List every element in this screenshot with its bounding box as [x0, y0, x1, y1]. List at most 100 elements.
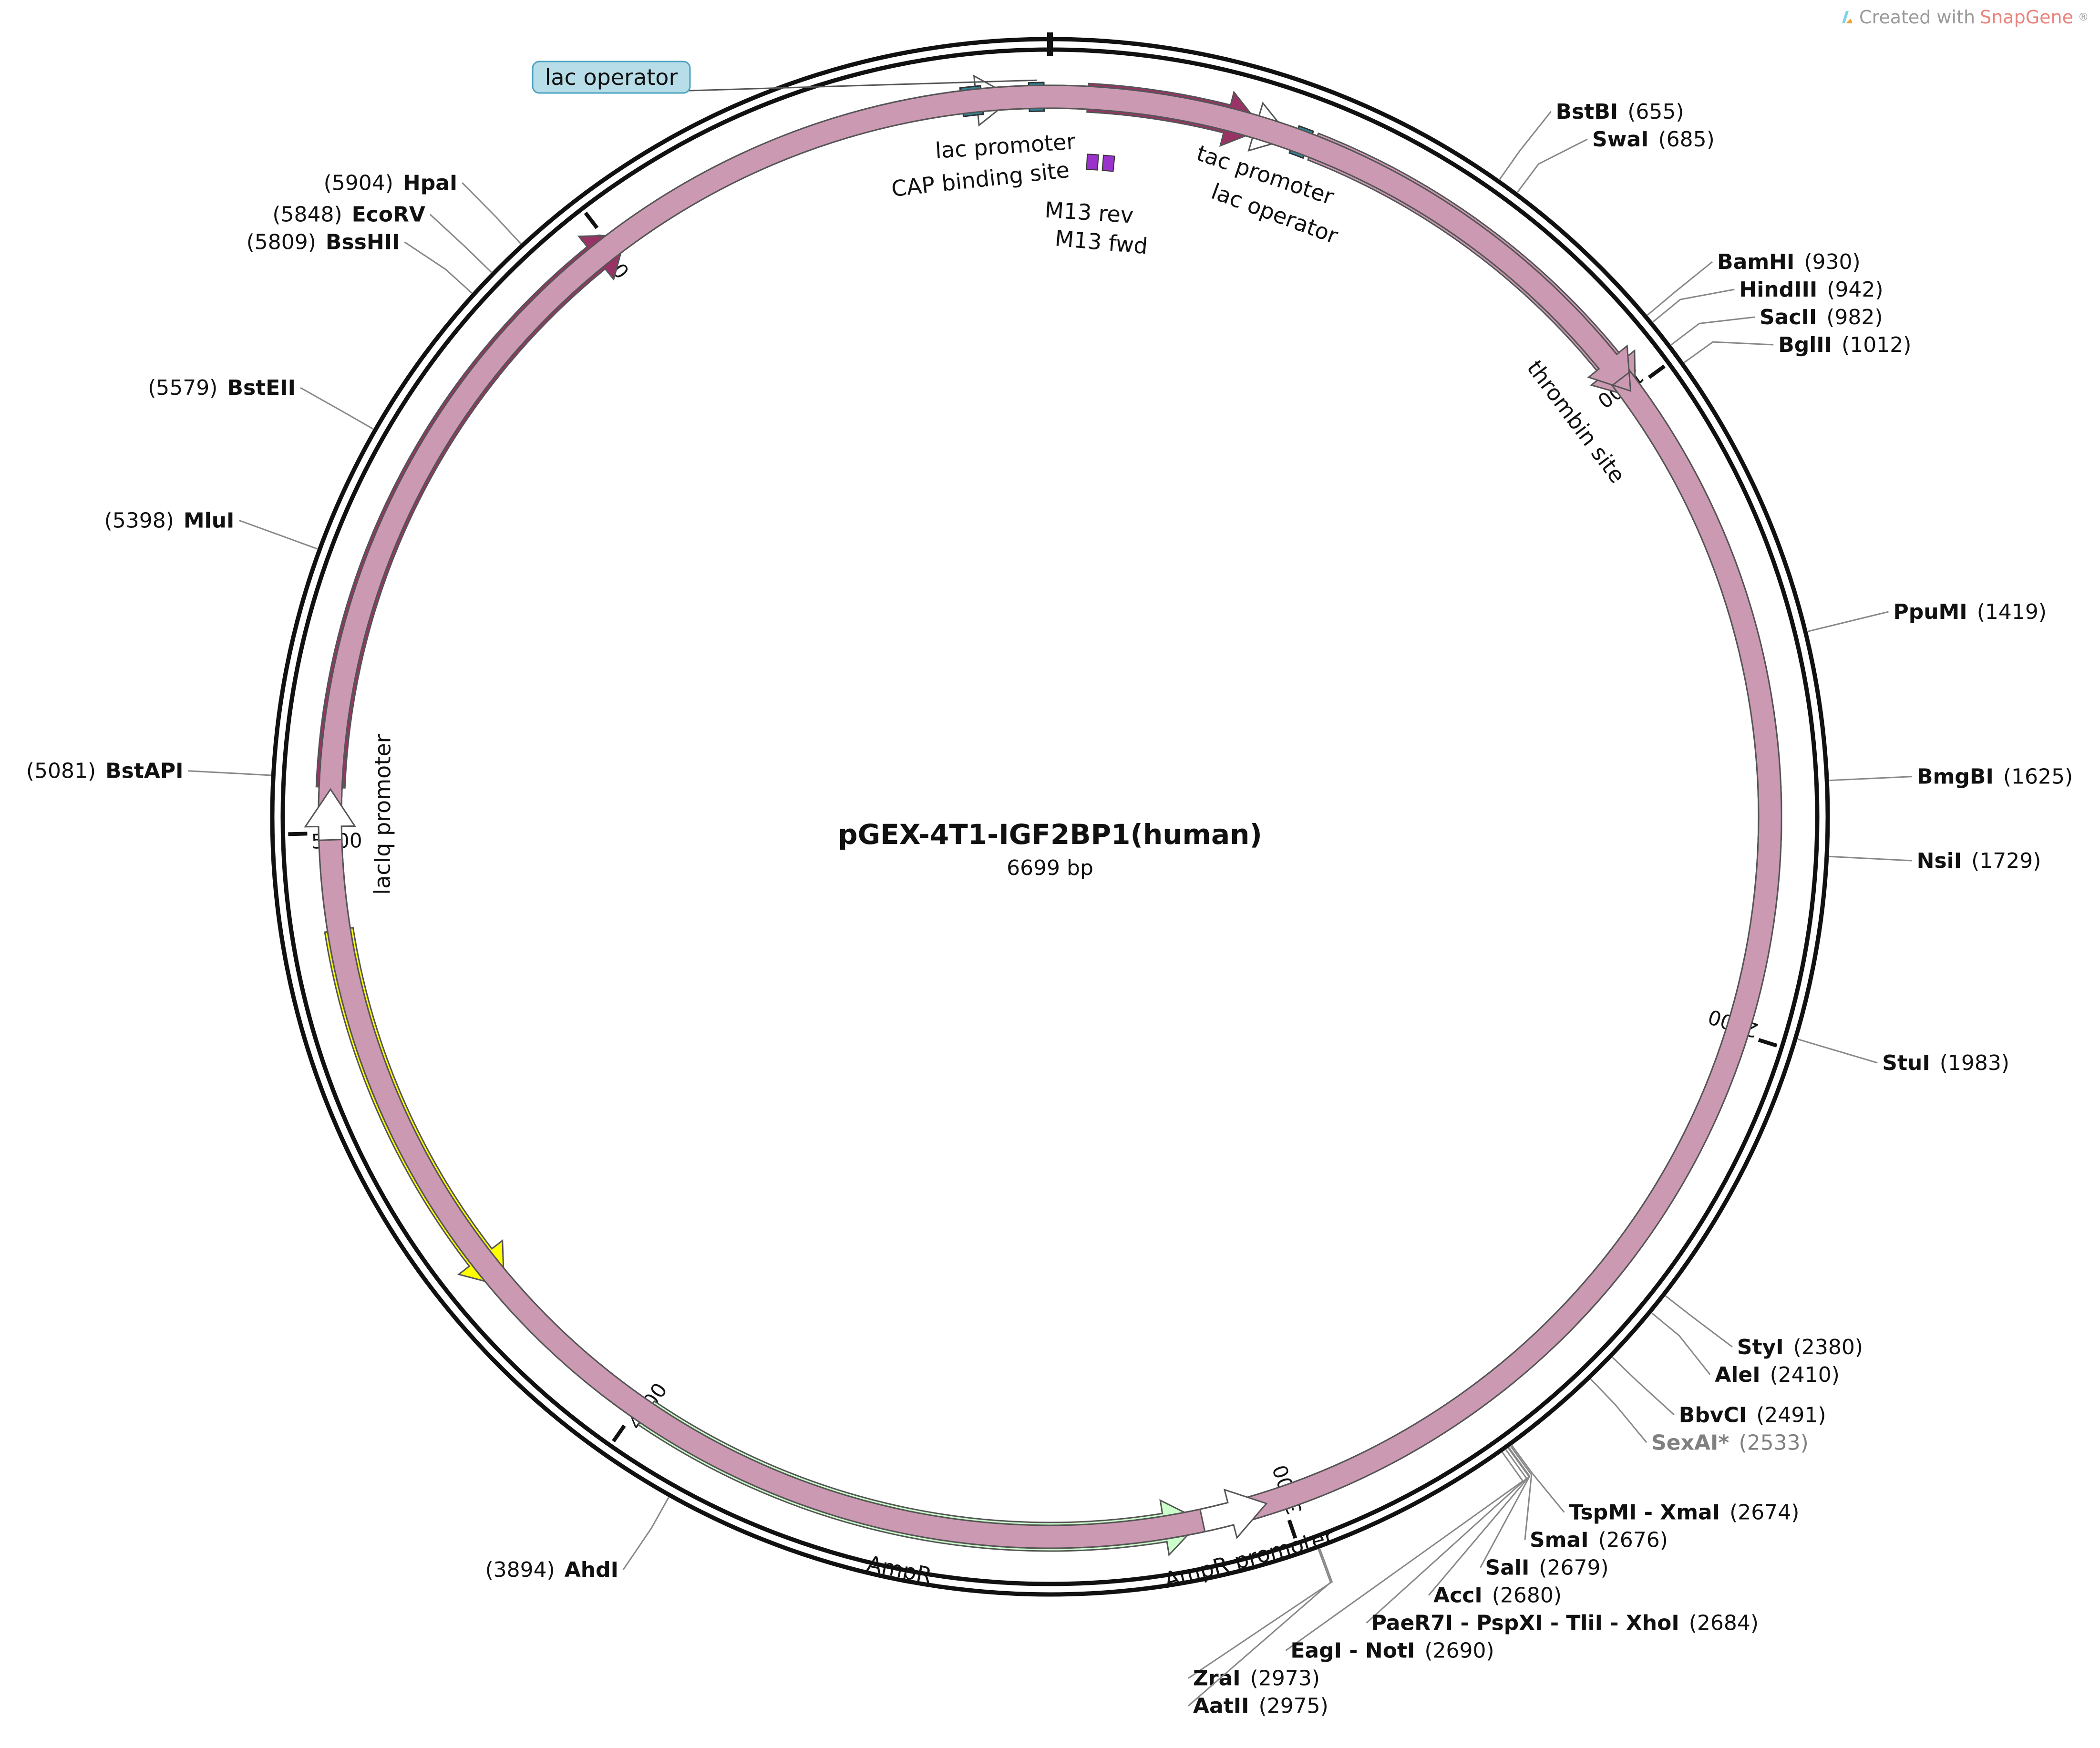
- center-label: pGEX-4T1-IGF2BP1(human) 6699 bp: [838, 818, 1262, 880]
- feature-laci[interactable]: lacI: [315, 234, 627, 789]
- enzyme-label-acci: AccI(2680): [1433, 1583, 1562, 1607]
- enzyme-leader-bstbi: [1499, 111, 1552, 180]
- enzyme-leader-sacii: [1670, 316, 1755, 346]
- feature-caption-cap-binding-site-2: CAP binding site: [890, 157, 1071, 202]
- enzyme-site-bamhi[interactable]: BamHI(930): [1647, 250, 1861, 316]
- enzyme-site-bsteii[interactable]: (5579)BstEII: [148, 376, 374, 430]
- enzyme-site-swai[interactable]: SwaI(685): [1517, 127, 1715, 193]
- small-feature-thrombin-site-5[interactable]: [318, 84, 1782, 1549]
- enzyme-site-acci[interactable]: AccI(2680): [1428, 1448, 1562, 1607]
- enzyme-name: AccI: [1433, 1583, 1482, 1607]
- caption-text: CAP binding site: [890, 157, 1071, 202]
- enzyme-position: (5081): [26, 759, 96, 783]
- caption-highlight-box[interactable]: [532, 61, 691, 94]
- plasmid-length: 6699 bp: [1007, 856, 1093, 880]
- enzyme-position: (1012): [1842, 333, 1911, 357]
- enzyme-site-mlui[interactable]: (5398)MluI: [104, 508, 318, 550]
- enzyme-site-styi[interactable]: StyI (2380): [1665, 1295, 1863, 1359]
- enzyme-position: (2380): [1793, 1335, 1863, 1359]
- enzyme-name: PpuMI: [1893, 599, 1967, 624]
- enzyme-name: EagI - NotI: [1290, 1638, 1415, 1663]
- enzyme-site-ecorv[interactable]: (5848)EcoRV: [272, 202, 492, 273]
- enzyme-site-stui[interactable]: StuI(1983): [1797, 1038, 2009, 1075]
- enzyme-site-ahdi[interactable]: (3894)AhdI: [485, 1497, 669, 1582]
- enzyme-position: (2676): [1598, 1528, 1668, 1552]
- enzyme-leader-mlui: [238, 520, 318, 550]
- enzyme-label-tspmi-xmai: TspMI - XmaI (2674): [1569, 1500, 1799, 1524]
- enzyme-name: BmgBI: [1917, 764, 1994, 789]
- enzyme-site-smai[interactable]: SmaI (2676): [1510, 1446, 1668, 1552]
- enzyme-site-paer7i-pspxi-tlii-xhoi[interactable]: PaeR7I - PspXI - TliI - XhoI(2684): [1366, 1449, 1759, 1635]
- enzyme-label-nsii: NsiI(1729): [1917, 849, 2041, 873]
- feature-caption-laciq-promoter-8: lacIq promoter: [369, 734, 395, 895]
- enzyme-label-stui: StuI(1983): [1882, 1051, 2009, 1075]
- enzyme-name: BamHI: [1717, 250, 1794, 274]
- enzyme-leader-nsii: [1829, 855, 1912, 862]
- enzyme-site-bstapi[interactable]: (5081) BstAPI: [26, 759, 271, 783]
- small-features: [304, 74, 1782, 1549]
- enzyme-leader-ecorv: [429, 214, 492, 273]
- enzyme-label-bstapi: (5081) BstAPI: [26, 759, 184, 783]
- feature-caption-m13-rev-3: M13 rev: [1044, 197, 1134, 228]
- enzyme-leader-swai: [1517, 138, 1588, 193]
- enzyme-name: SmaI: [1530, 1528, 1589, 1552]
- enzyme-name: BstAPI: [105, 759, 183, 783]
- watermark-mark: ®: [2078, 11, 2089, 23]
- snapgene-watermark: Created with SnapGene®: [1840, 7, 2089, 28]
- enzyme-site-bmgbi[interactable]: BmgBI(1625): [1829, 764, 2073, 789]
- enzyme-name: SalI: [1485, 1555, 1530, 1580]
- enzyme-name: AatII: [1193, 1694, 1249, 1718]
- enzyme-site-sali[interactable]: SalI (2679): [1480, 1447, 1609, 1580]
- watermark-prefix: Created with: [1859, 7, 1976, 28]
- feature-caption-ampr-10: AmpR: [865, 1551, 934, 1589]
- enzyme-name: SacII: [1760, 305, 1817, 329]
- enzyme-position: (2679): [1539, 1555, 1608, 1580]
- enzyme-site-nsii[interactable]: NsiI(1729): [1829, 849, 2041, 873]
- enzyme-leader-hpai: [462, 182, 522, 245]
- enzyme-name: SexAI*: [1651, 1430, 1729, 1455]
- enzyme-site-hindiii[interactable]: HindIII(942): [1652, 278, 1884, 323]
- enzyme-site-zrai[interactable]: ZraI(2973): [1188, 1548, 1333, 1690]
- enzyme-site-bstbi[interactable]: BstBI(655): [1499, 99, 1684, 180]
- caption-text: AmpR: [865, 1551, 934, 1589]
- enzyme-site-bsshii[interactable]: (5809)BssHII: [247, 230, 473, 294]
- enzyme-sites: BstBI(655) SwaI(685) BamHI(930)HindIII(942…: [26, 99, 2073, 1718]
- enzyme-site-bglii[interactable]: BglII (1012): [1684, 333, 1911, 363]
- caption-text: M13 fwd: [1054, 225, 1149, 259]
- enzyme-position: (3894): [485, 1558, 555, 1582]
- enzyme-name: BstEII: [227, 376, 296, 400]
- feature-caption-lac-operator-0: lac operator: [532, 61, 1037, 94]
- enzyme-site-aatii[interactable]: AatII(2975): [1188, 1549, 1332, 1718]
- enzyme-site-tspmi-xmai[interactable]: TspMI - XmaI (2674): [1511, 1445, 1800, 1524]
- enzyme-site-eagi-noti[interactable]: EagI - NotI(2690): [1285, 1451, 1524, 1663]
- enzyme-name: ZraI: [1193, 1666, 1241, 1690]
- enzyme-name: NsiI: [1917, 849, 1962, 873]
- small-feature-m13-fwd-9[interactable]: [1101, 154, 1115, 172]
- enzyme-position: (5904): [324, 171, 393, 195]
- enzyme-label-eagi-noti: EagI - NotI(2690): [1290, 1638, 1494, 1663]
- enzyme-label-bbvci: BbvCI(2491): [1679, 1403, 1826, 1427]
- enzyme-site-ppumi[interactable]: PpuMI(1419): [1807, 599, 2047, 632]
- enzyme-site-hpai[interactable]: (5904)HpaI: [324, 171, 522, 245]
- small-feature-ampr-promoter-7[interactable]: [1199, 1489, 1268, 1540]
- enzyme-name: HindIII: [1739, 278, 1817, 302]
- enzyme-site-alei[interactable]: AleI(2410): [1651, 1312, 1840, 1387]
- feature-arrow-laci[interactable]: [315, 234, 627, 789]
- small-feature-m13-rev-8[interactable]: [1086, 154, 1099, 171]
- enzyme-leader-bbvci: [1612, 1357, 1675, 1416]
- tick-4000: [612, 1424, 626, 1442]
- enzyme-name: BglII: [1778, 333, 1832, 357]
- enzyme-site-bbvci[interactable]: BbvCI(2491): [1612, 1357, 1826, 1427]
- enzyme-leader-aatii: [1188, 1549, 1332, 1707]
- enzyme-label-sali: SalI (2679): [1485, 1555, 1609, 1580]
- enzyme-name: TspMI - XmaI: [1569, 1500, 1720, 1524]
- enzyme-name: EcoRV: [352, 202, 425, 226]
- enzyme-label-ppumi: PpuMI(1419): [1893, 599, 2047, 624]
- enzyme-site-sexai[interactable]: SexAI*(2533): [1590, 1378, 1809, 1455]
- enzyme-name: StyI: [1737, 1335, 1784, 1359]
- enzyme-site-sacii[interactable]: SacII(982): [1670, 305, 1883, 346]
- enzyme-position: (2491): [1756, 1403, 1826, 1427]
- small-feature-laciq-promoter-6[interactable]: [304, 788, 356, 841]
- enzyme-position: (2674): [1729, 1500, 1799, 1524]
- enzyme-label-bstbi: BstBI(655): [1556, 99, 1684, 123]
